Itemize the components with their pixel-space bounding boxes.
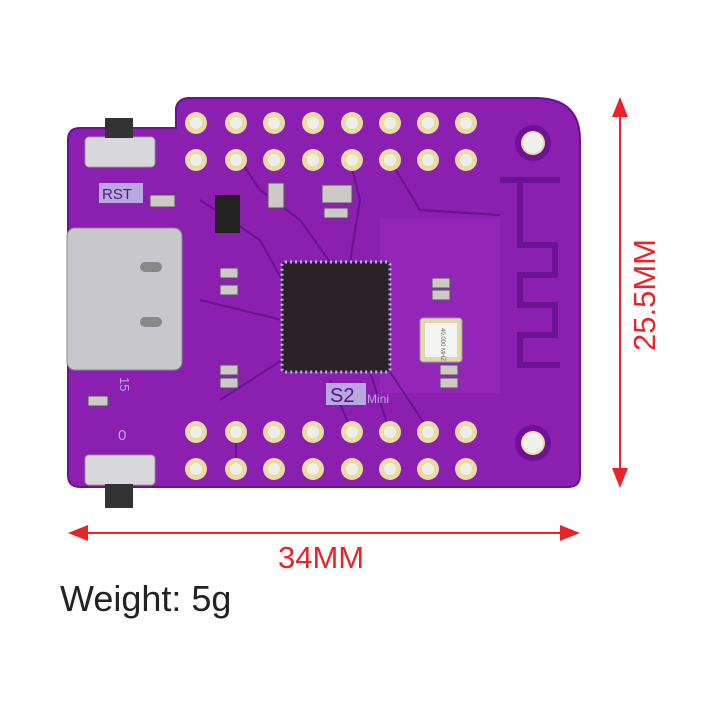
usb-slot <box>140 262 162 272</box>
header-pin <box>422 154 434 166</box>
rst-label: RST <box>102 186 132 203</box>
reset-button-actuator <box>105 118 133 138</box>
header-pin <box>190 426 202 438</box>
model-label-bg <box>326 383 366 405</box>
header-pin <box>190 154 202 166</box>
reset-button[interactable] <box>84 136 156 168</box>
antenna-trace <box>500 177 560 368</box>
header-pin <box>346 463 358 475</box>
variant-label: Mini <box>367 392 389 406</box>
height-label: 25.5MM <box>627 239 662 351</box>
header-pin <box>230 154 242 166</box>
rst-label-bg <box>99 183 143 203</box>
header-pin <box>460 463 472 475</box>
width-label: 34MM <box>278 540 365 575</box>
crystal-top <box>425 323 457 357</box>
header-pin <box>384 463 396 475</box>
header-pin <box>422 426 434 438</box>
header-pin <box>268 463 280 475</box>
header-pin <box>230 426 242 438</box>
header-pin <box>422 117 434 129</box>
gpio15-label: 15 <box>117 377 132 391</box>
esp32-s2-chip <box>280 260 392 374</box>
gpio0-label: 0 <box>118 427 126 444</box>
smd-components <box>87 182 459 407</box>
rf-area <box>380 218 500 393</box>
boot-button-actuator <box>105 484 133 508</box>
header-pin <box>190 117 202 129</box>
header-pin <box>346 117 358 129</box>
header-pin <box>307 426 319 438</box>
boot-button[interactable] <box>84 454 156 486</box>
header-pin <box>268 117 280 129</box>
header-pin <box>384 426 396 438</box>
header-pin <box>384 154 396 166</box>
header-pin <box>268 426 280 438</box>
header-pin <box>307 117 319 129</box>
weight-label: Weight: 5g <box>60 578 232 619</box>
header-pin <box>346 154 358 166</box>
header-pins <box>185 112 477 480</box>
model-label: S2 <box>330 385 354 407</box>
usb-c-port <box>66 227 183 371</box>
header-pin <box>230 463 242 475</box>
usb-slot <box>140 317 162 327</box>
header-pin <box>190 463 202 475</box>
header-pin <box>460 426 472 438</box>
header-pin <box>230 117 242 129</box>
regulator-chip <box>215 195 240 233</box>
header-pin <box>422 463 434 475</box>
header-pin <box>460 154 472 166</box>
header-pin <box>307 463 319 475</box>
header-pin <box>268 154 280 166</box>
header-pin <box>346 426 358 438</box>
header-pin <box>307 154 319 166</box>
header-pin <box>384 117 396 129</box>
crystal-label: 40.000 MHZ <box>439 328 445 361</box>
header-pin <box>460 117 472 129</box>
